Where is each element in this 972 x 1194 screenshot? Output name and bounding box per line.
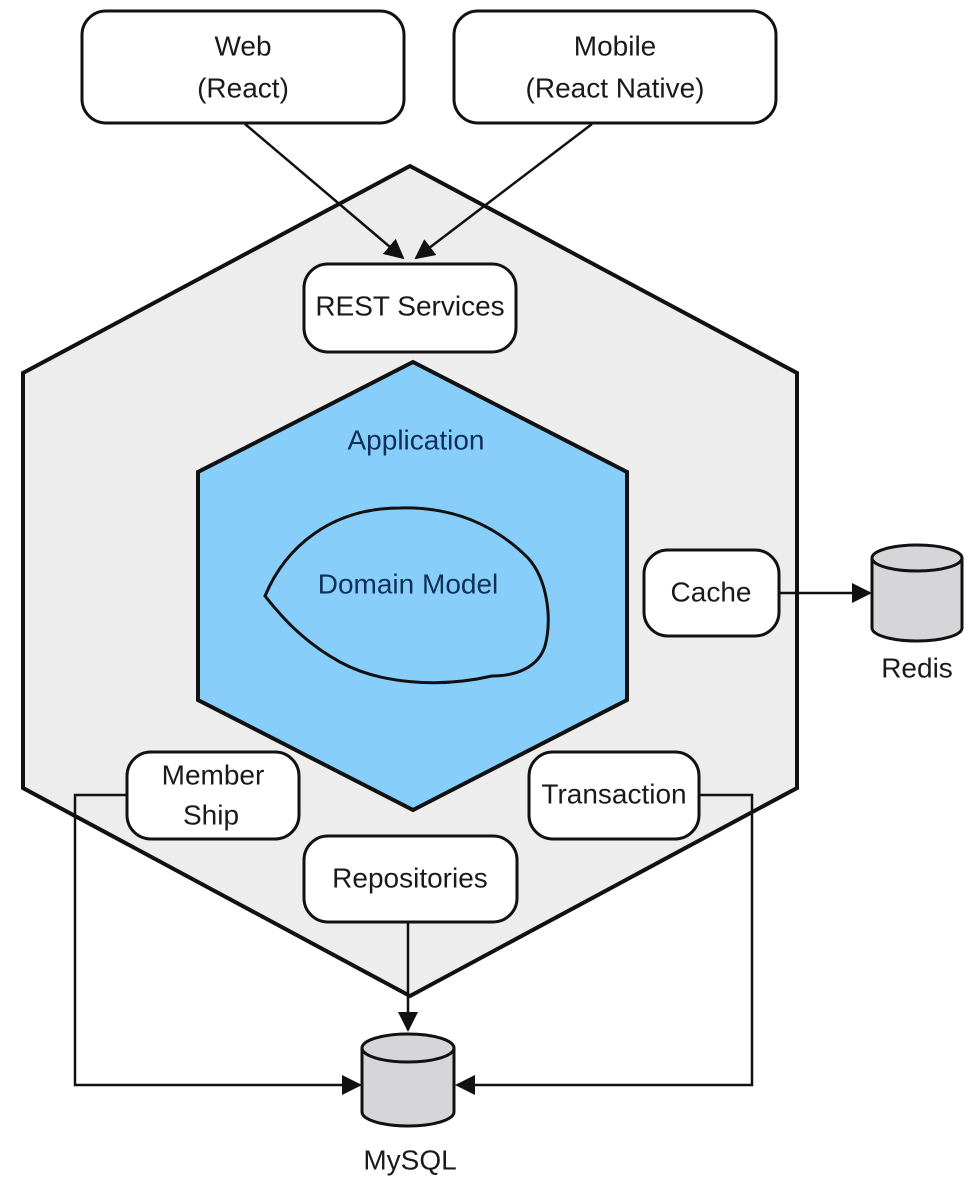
web-client-sublabel: (React): [197, 72, 289, 103]
mysql-label: MySQL: [363, 1144, 456, 1175]
repositories-box: Repositories: [302, 834, 519, 924]
web-client-box: Web (React): [80, 9, 406, 125]
mobile-client-sublabel: (React Native): [526, 72, 705, 103]
mobile-client-box: Mobile (React Native): [452, 9, 778, 125]
repositories-label: Repositories: [332, 862, 488, 893]
domain-model-label: Domain Model: [318, 568, 499, 599]
transaction-box: Transaction: [527, 750, 701, 841]
membership-label-line1: Member: [162, 759, 265, 790]
membership-box: Member Ship: [125, 750, 301, 841]
application-label: Application: [348, 424, 485, 455]
cache-label: Cache: [671, 576, 752, 607]
domain-model-shape: [263, 506, 550, 685]
mobile-client-label: Mobile: [574, 30, 656, 61]
cache-box: Cache: [642, 548, 781, 638]
mobile-to-rest-arrow: [414, 123, 593, 260]
web-to-rest-arrow: [244, 123, 405, 260]
redis-database-icon: [870, 543, 964, 643]
transaction-label: Transaction: [541, 778, 686, 809]
rest-services-label: REST Services: [315, 290, 504, 321]
transaction-to-mysql-arrow: [455, 793, 754, 1095]
membership-to-mysql-arrow: [73, 793, 362, 1095]
web-client-label: Web: [214, 30, 271, 61]
redis-label: Redis: [881, 652, 953, 683]
rest-services-box: REST Services: [302, 262, 518, 354]
membership-label-line2: Ship: [183, 799, 239, 830]
mysql-database-icon: [360, 1032, 456, 1128]
